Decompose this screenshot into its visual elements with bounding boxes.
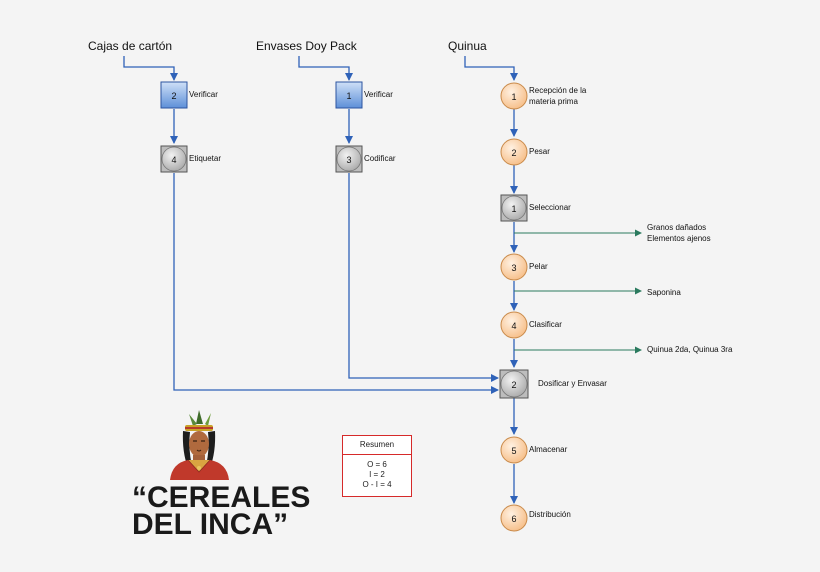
flow-quinua-to-recepcion [464,56,518,81]
node-combined-codificar: 3 Codificar [335,145,396,173]
summary-box: Resumen O = 6 I = 2 O - I = 4 [342,435,412,497]
flow-cajas-to-verificar [123,56,178,81]
summary-title: Resumen [343,436,411,455]
node-label: Pesar [529,147,550,156]
node-operation-recepcion: 1 Recepción de la materia prima [500,82,589,110]
node-label: Almacenar [529,445,568,454]
output-label-quinua-2da: Quinua 2da, Quinua 3ra [647,345,733,354]
node-number: 4 [171,155,176,165]
node-label: Etiquetar [189,154,221,163]
node-label: Verificar [189,90,218,99]
brand-line-1: “CEREALES [132,481,311,514]
output-label-granos: Granos dañados Elementos ajenos [647,223,711,243]
node-number: 1 [511,204,516,214]
summary-line-operations: O = 6 [367,460,387,469]
node-combined-seleccionar: 1 Seleccionar [500,194,571,222]
node-label: Verificar [364,90,393,99]
node-number: 2 [171,91,176,101]
brand-logo-text: “CEREALES DEL INCA” [132,481,311,541]
node-number: 4 [511,321,516,331]
node-number: 2 [511,148,516,158]
node-operation-almacenar: 5 Almacenar [500,436,568,464]
node-operation-clasificar: 4 Clasificar [500,311,562,339]
summary-line-difference: O - I = 4 [362,480,392,489]
node-label: Recepción de la materia prima [529,86,589,106]
node-number: 2 [511,380,516,390]
node-number: 3 [346,155,351,165]
node-label: Distribución [529,510,571,519]
summary-line-inspections: I = 2 [369,470,385,479]
flow-etiquetar-to-envasar [173,173,499,394]
summary-body: O = 6 I = 2 O - I = 4 [343,455,411,490]
inca-logo-icon [170,410,229,480]
node-number: 1 [346,91,351,101]
node-number: 1 [511,92,516,102]
node-inspection-verificar-cajas: 2 Verificar [160,81,218,109]
node-label: Pelar [529,262,548,271]
output-label-saponina: Saponina [647,288,681,297]
node-combined-etiquetar: 4 Etiquetar [160,145,221,173]
node-combined-envasar: 2 Dosificar y Envasar [499,369,607,399]
flow-envases-to-verificar [298,56,353,81]
node-number: 3 [511,263,516,273]
node-label: Dosificar y Envasar [538,379,607,388]
input-label-envases: Envases Doy Pack [256,39,358,53]
node-inspection-verificar-envases: 1 Verificar [335,81,393,109]
node-number: 5 [511,446,516,456]
output-lines [514,229,642,354]
node-number: 6 [511,514,516,524]
node-operation-pesar: 2 Pesar [500,138,550,166]
flow-lines [123,56,518,504]
node-operation-pelar: 3 Pelar [500,253,548,281]
node-label: Codificar [364,154,396,163]
node-label: Clasificar [529,320,562,329]
node-operation-distribucion: 6 Distribución [500,504,571,532]
input-label-cajas: Cajas de cartón [88,39,172,53]
input-label-quinua: Quinua [448,39,487,53]
brand-line-2: DEL INCA” [132,508,289,541]
flow-codificar-to-envasar [348,173,499,382]
node-label: Seleccionar [529,203,571,212]
